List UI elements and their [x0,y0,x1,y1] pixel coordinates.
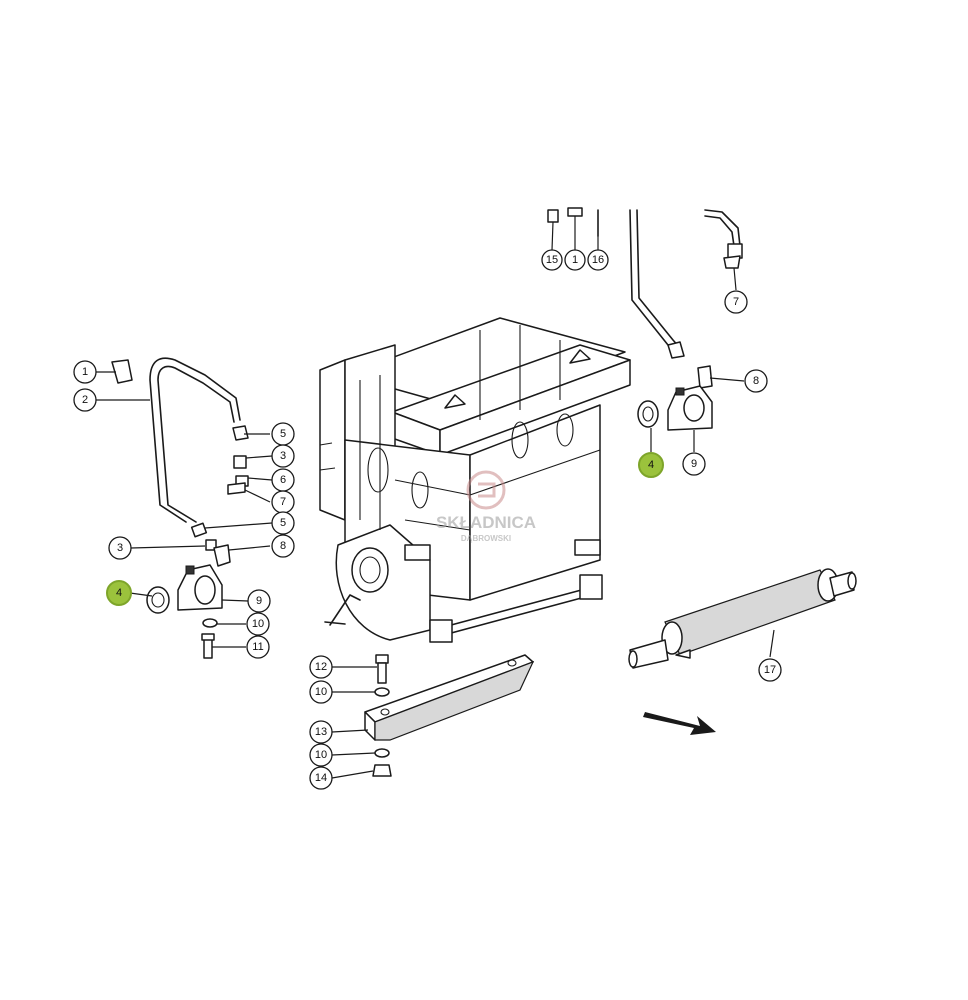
callout-11[interactable]: 11 [246,635,270,659]
callout-14[interactable]: 14 [309,766,333,790]
callout-1-left[interactable]: 1 [73,360,97,384]
callout-2[interactable]: 2 [73,388,97,412]
callout-7-right[interactable]: 7 [724,290,748,314]
main-frame [319,317,631,643]
callout-8-left-label: 8 [280,540,286,552]
direction-arrow [643,712,716,735]
leader-lines [96,216,775,779]
watermark-logo-icon [466,470,506,510]
callout-11-label: 11 [252,641,263,653]
callout-1-top[interactable]: 1 [564,249,586,271]
callout-7-left-label: 7 [280,496,286,508]
callout-6-label: 6 [280,474,286,486]
callout-16-label: 16 [592,254,604,266]
callout-1-left-label: 1 [82,366,88,378]
callout-17[interactable]: 17 [758,658,782,682]
callout-10-c-label: 10 [315,749,327,761]
left-pipe-assembly [111,357,249,659]
callout-16[interactable]: 16 [587,249,609,271]
callout-10-b[interactable]: 10 [309,680,333,704]
callout-4-left-highlighted[interactable]: 4 [106,580,132,606]
callout-14-label: 14 [315,772,327,784]
callout-15-label: 15 [546,254,558,266]
callout-10-c[interactable]: 10 [309,743,333,767]
callout-4-right-label: 4 [648,459,654,471]
callout-5-bot[interactable]: 5 [271,511,295,535]
callout-13[interactable]: 13 [309,720,333,744]
watermark-name: SKŁADNICA [436,513,536,532]
callout-8-left[interactable]: 8 [271,534,295,558]
callout-7-right-label: 7 [733,296,739,308]
callout-9-right[interactable]: 9 [682,452,706,476]
callout-9-left-label: 9 [256,595,262,607]
callout-5-bot-label: 5 [280,517,286,529]
callout-4-right-highlighted[interactable]: 4 [638,452,664,478]
callout-7-left[interactable]: 7 [271,490,295,514]
bottom-bar-assembly [364,654,535,777]
callout-4-left-label: 4 [116,587,122,599]
callout-3-mid[interactable]: 3 [271,444,295,468]
callout-3-left-label: 3 [117,542,123,554]
callout-10-a-label: 10 [252,618,264,630]
callout-6[interactable]: 6 [271,468,295,492]
callout-10-a[interactable]: 10 [246,612,270,636]
callout-2-label: 2 [82,394,88,406]
right-pipe-assembly [547,207,743,431]
callout-17-label: 17 [764,664,776,676]
watermark: SKŁADNICA DĄBROWSKI [436,470,536,543]
callout-13-label: 13 [315,726,327,738]
callout-8-right-label: 8 [753,375,759,387]
callout-9-right-label: 9 [691,458,697,470]
callout-5-top[interactable]: 5 [271,422,295,446]
callout-12[interactable]: 12 [309,655,333,679]
callout-3-left[interactable]: 3 [108,536,132,560]
watermark-subtitle: DĄBROWSKI [461,534,511,543]
callout-1-top-label: 1 [572,254,578,266]
callout-8-right[interactable]: 8 [744,369,768,393]
callout-9-left[interactable]: 9 [247,589,271,613]
callout-12-label: 12 [315,661,327,673]
callout-5-top-label: 5 [280,428,286,440]
callout-15[interactable]: 15 [541,249,563,271]
callout-3-mid-label: 3 [280,450,286,462]
shaft-assembly [628,568,857,669]
callout-10-b-label: 10 [315,686,327,698]
